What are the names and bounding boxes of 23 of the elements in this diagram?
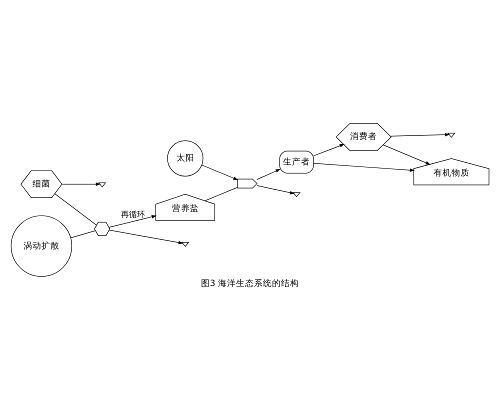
node-ground	[98, 182, 106, 188]
arrow	[202, 164, 238, 180]
caption: 图3 海洋生态系统的结构	[200, 278, 300, 289]
node-ground	[181, 242, 190, 247]
arrow	[256, 168, 281, 180]
node-hexagon	[94, 222, 110, 236]
arrow	[382, 144, 431, 165]
arrow	[108, 215, 157, 228]
node-ground	[447, 132, 456, 138]
arrow	[256, 185, 295, 194]
node-box: 生产者	[279, 150, 314, 174]
node-ground	[292, 192, 301, 198]
arrow	[62, 182, 101, 186]
node-circle: 太阳	[167, 140, 204, 176]
arrow	[313, 162, 415, 172]
connector	[70, 230, 96, 238]
arrow	[108, 230, 184, 244]
connector	[54, 194, 97, 226]
node-arrow	[237, 178, 258, 188]
node-circle: 涡动扩散	[10, 215, 72, 277]
connector	[204, 187, 238, 202]
arrow	[313, 144, 345, 156]
arrow	[390, 132, 450, 137]
